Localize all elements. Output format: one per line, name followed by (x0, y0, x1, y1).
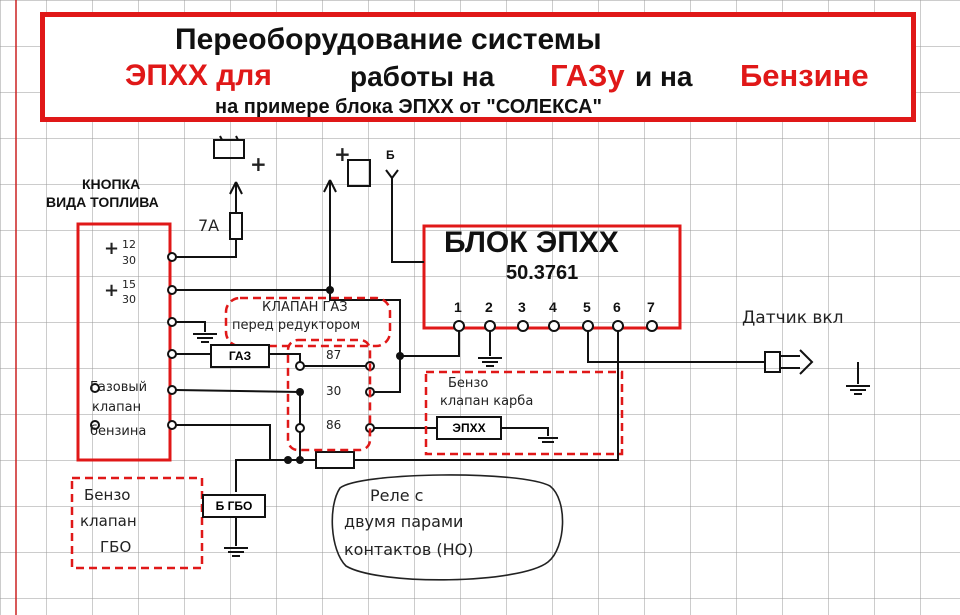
relay-note-cloud (331, 474, 564, 581)
block-title: БЛОК ЭПХХ (444, 226, 619, 259)
petrol-carb-line2: клапан карба (440, 394, 534, 409)
button-pin1-bottom: 30 (122, 254, 136, 267)
relay-note-line1: Реле с (370, 486, 424, 505)
title-and-on: и на (635, 61, 693, 92)
gas-valve-petrol-line1: Газовый (90, 380, 148, 395)
b-terminal-arrow (385, 169, 399, 179)
gas-valve-note-line1: КЛАПАН ГАЗ (262, 300, 348, 315)
button-left-terminals (90, 383, 100, 430)
block-pin-6: 6 (613, 299, 621, 315)
epxx-box: ЭПХХ (436, 416, 502, 440)
gas-box: ГАЗ (210, 344, 270, 368)
relay-note-line3: контактов (НО) (344, 540, 474, 559)
b-terminal-label: Б (386, 148, 395, 162)
button-label-line1: КНОПКА (82, 176, 141, 192)
button-pin2-bottom: 30 (122, 293, 136, 306)
relay-note-line2: двумя парами (344, 512, 464, 531)
relay-30-label: 30 (326, 384, 342, 398)
block-pin-1: 1 (454, 299, 462, 315)
block-pin-5: 5 (583, 299, 591, 315)
block-pins (453, 320, 658, 332)
title-gas: ГАЗу (550, 58, 625, 93)
gas-valve-petrol-line2: клапан (92, 400, 142, 415)
petrol-gbo-line2: клапан (80, 512, 137, 530)
b-gbo-box: Б ГБО (202, 494, 266, 518)
ignition-plus-label: + (334, 142, 351, 166)
ignition-symbol (347, 159, 371, 187)
button-plus-2: + (104, 280, 120, 301)
battery-plus-label: + (250, 152, 267, 176)
petrol-gbo-line3: ГБО (100, 538, 132, 556)
junction-dots (284, 286, 404, 464)
title-petrol: Бензине (740, 58, 869, 93)
gas-valve-note-line2: перед редуктором (232, 318, 361, 333)
petrol-carb-line1: Бензо (448, 376, 489, 391)
relay-86-label: 86 (326, 418, 342, 432)
gas-valve-petrol-line3: бензина (90, 424, 147, 439)
button-plus-1: + (104, 238, 120, 259)
title-line1: Переоборудование системы (175, 23, 602, 56)
relay-contacts (295, 361, 375, 433)
dashed-boxes (70, 296, 624, 570)
button-pin1-top: 12 (122, 238, 136, 251)
sensor-label: Датчик вкл (742, 308, 844, 328)
relay-87-label: 87 (326, 348, 342, 362)
block-pin-7: 7 (647, 299, 655, 315)
title-subtitle: на примере блока ЭПХХ от "СОЛЕКСА" (215, 96, 602, 118)
block-pin-2: 2 (485, 299, 493, 315)
button-label-line2: ВИДА ТОПЛИВА (46, 194, 159, 210)
fuel-button-box (76, 222, 172, 462)
title-banner: Переоборудование системы ЭПХХ для работы… (40, 12, 916, 122)
battery-symbol (213, 135, 245, 159)
block-pin-4: 4 (549, 299, 557, 315)
fuse-label: 7А (198, 216, 220, 235)
petrol-gbo-line1: Бензо (84, 486, 131, 504)
title-epxx: ЭПХХ для (125, 59, 272, 92)
title-work-on: работы на (350, 61, 495, 92)
block-pin-3: 3 (518, 299, 526, 315)
button-pin2-top: 15 (122, 278, 136, 291)
block-model: 50.3761 (506, 262, 579, 284)
sensor-connector (764, 349, 814, 375)
